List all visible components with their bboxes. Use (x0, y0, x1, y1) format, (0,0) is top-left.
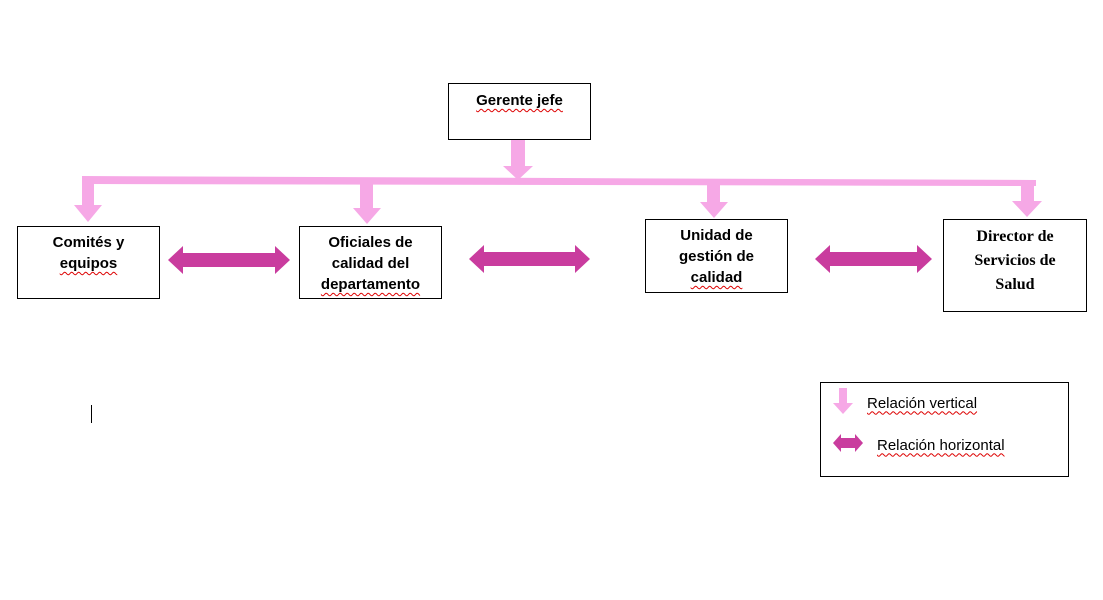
node-oficiales-line3: departamento (320, 276, 421, 293)
vertical-arrow-from-gerente (503, 140, 533, 180)
node-oficiales-line2: calidad del (331, 255, 410, 272)
horizontal-arrow-oficiales-unidad (469, 245, 590, 273)
horizontal-arrow-unidad-director (815, 245, 932, 273)
legend-label-vertical: Relación vertical (867, 394, 978, 412)
node-director-servicios-salud: Director de Servicios de Salud (943, 219, 1087, 312)
double-headed-arrow-icon (833, 434, 863, 456)
node-comites-line1: Comités y (52, 234, 125, 251)
node-gerente-label: Gerente jefe (476, 92, 563, 109)
legend-row-horizontal: Relación horizontal (833, 433, 1005, 457)
legend-row-vertical: Relación vertical (833, 388, 978, 418)
horizontal-arrow-comites-oficiales (168, 246, 290, 274)
node-director-line2: Servicios de (974, 252, 1056, 269)
node-director-line3: Salud (995, 276, 1035, 293)
vertical-arrow-to-director (1012, 182, 1042, 217)
node-unidad-gestion-calidad: Unidad de gestión de calidad (645, 219, 788, 293)
node-unidad-line2: gestión de (678, 248, 754, 265)
node-comites-equipos: Comités y equipos (17, 226, 160, 299)
node-director-line1: Director de (976, 228, 1054, 245)
vertical-arrow-to-comites (74, 178, 102, 222)
node-gerente-jefe: Gerente jefe (448, 83, 591, 140)
node-comites-line2: equipos (59, 255, 118, 272)
node-unidad-line3: calidad (690, 269, 743, 286)
down-arrow-icon (833, 388, 853, 418)
vertical-arrow-to-oficiales (353, 180, 381, 224)
legend-label-horizontal: Relación horizontal (877, 436, 1005, 454)
node-unidad-line1: Unidad de (680, 227, 753, 244)
text-cursor (91, 405, 92, 423)
node-oficiales-calidad: Oficiales de calidad del departamento (299, 226, 442, 299)
vertical-arrow-to-unidad (700, 182, 728, 218)
horizontal-bus-bar (82, 176, 1036, 186)
node-oficiales-line1: Oficiales de (328, 234, 413, 251)
legend: Relación vertical Relación horizontal (820, 382, 1069, 477)
